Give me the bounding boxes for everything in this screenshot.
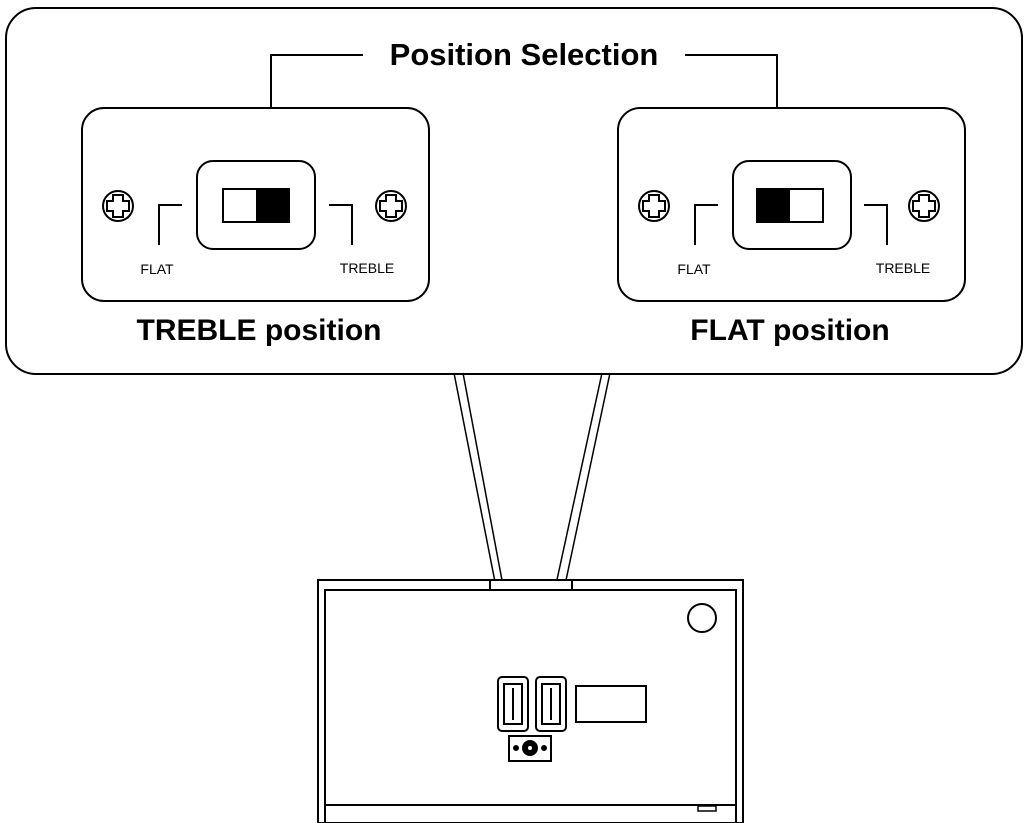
treble-leader-line [329,204,353,245]
switch-knob[interactable] [757,189,790,222]
port-hole-icon [687,603,717,633]
switch-knob[interactable] [256,189,289,222]
speaker-rear-panel [317,579,744,823]
panel-flat-position: FLAT TREBLE FLAT position [617,107,966,347]
device-switch-right [535,676,567,732]
flat-label: FLAT [677,261,711,277]
treble-leader-line [864,204,888,245]
screw-icon [908,190,940,222]
device-label-plate [575,685,647,723]
panel-treble-position: FLAT TREBLE TREBLE position [81,107,430,347]
input-terminal-icon [508,735,552,762]
treble-label: TREBLE [876,260,930,276]
treble-label: TREBLE [340,260,394,276]
speaker-cabinet [317,579,744,823]
panel-caption: TREBLE position [137,314,382,347]
flat-leader-line [158,204,182,245]
speaker-badge [697,805,717,812]
panel-caption: FLAT position [690,314,889,347]
flat-label: FLAT [140,261,174,277]
device-switch-left [497,676,529,732]
flat-leader-line [694,204,718,245]
screw-icon [638,190,670,222]
screw-icon [102,190,134,222]
speaker-inner-frame [324,589,737,823]
callout-title: Position Selection [390,37,659,72]
screw-icon [375,190,407,222]
